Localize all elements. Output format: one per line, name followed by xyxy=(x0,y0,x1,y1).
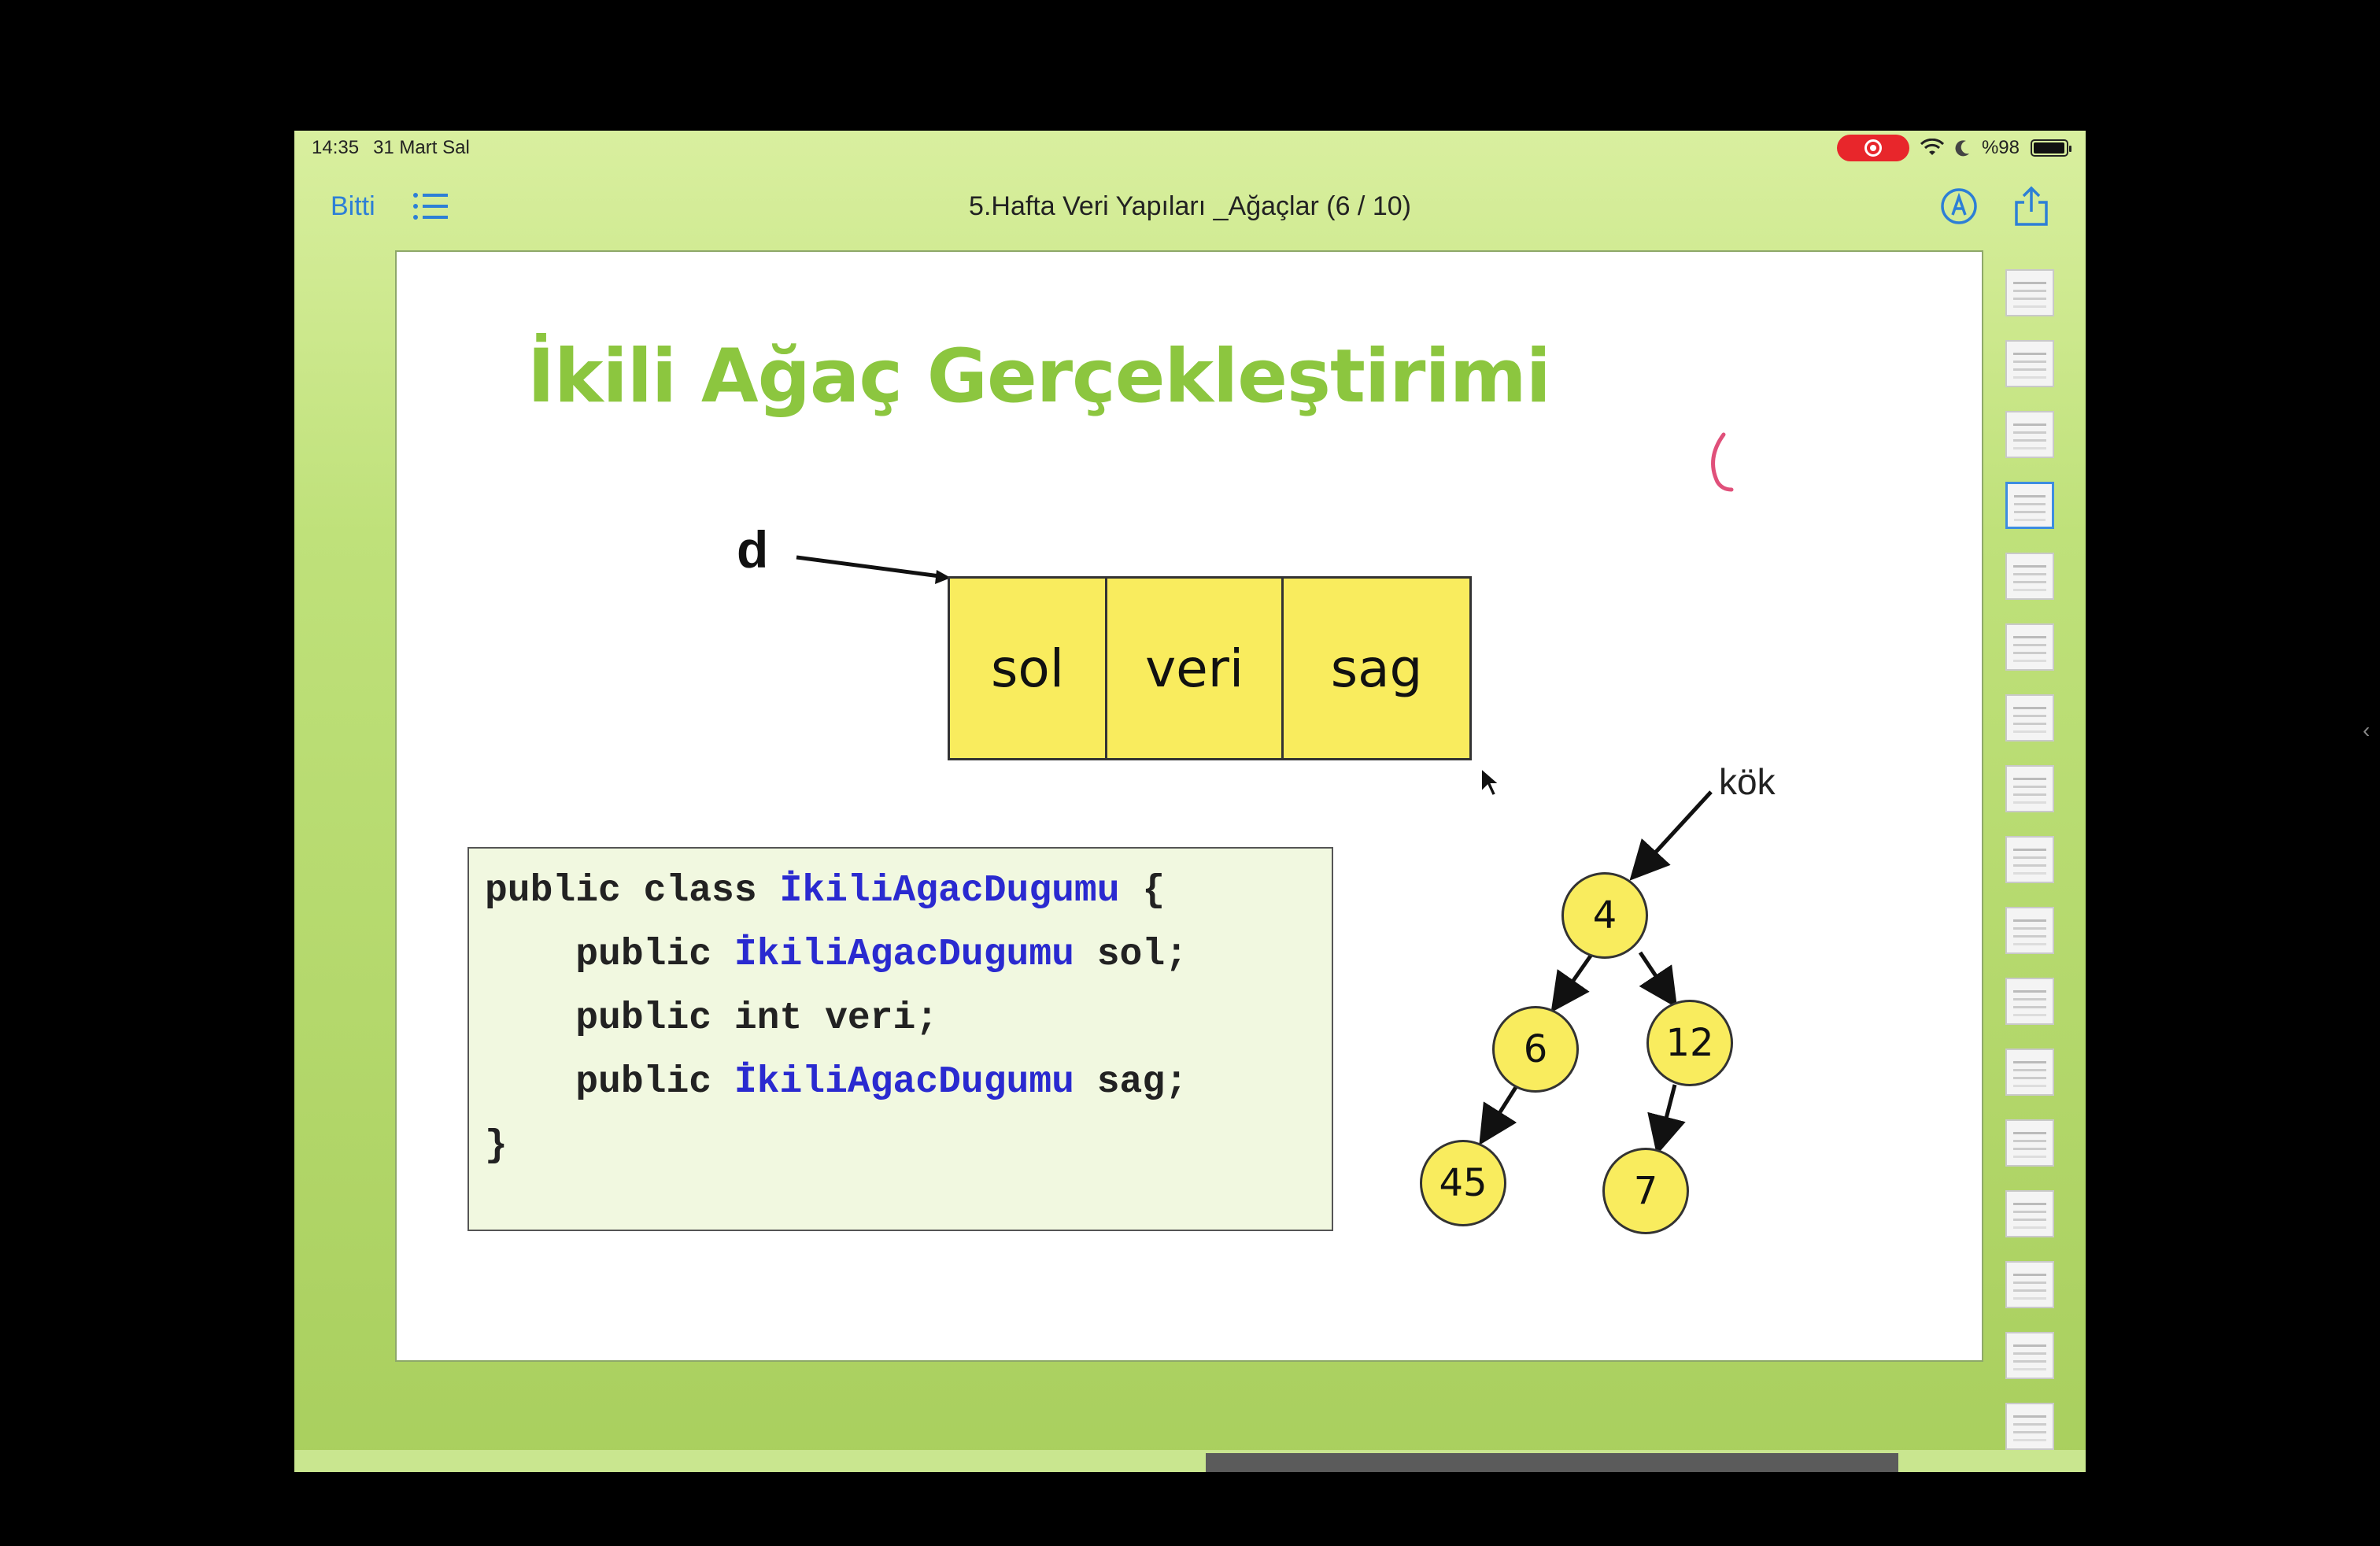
bottom-bar xyxy=(294,1450,2086,1472)
pink-annotation-stroke xyxy=(1711,432,1734,492)
pointer-label-d: d xyxy=(737,520,769,579)
page-thumbnail[interactable] xyxy=(2005,340,2054,387)
mouse-cursor-icon xyxy=(1480,767,1500,797)
node-field-sag: sag xyxy=(1330,638,1423,699)
done-button[interactable]: Bitti xyxy=(331,190,375,221)
status-bar: 14:35 31 Mart Sal %98 xyxy=(294,131,2086,165)
slide-page: İkili Ağaç Gerçekleştirimi d sol veri sa… xyxy=(395,250,1983,1362)
code-line: public class İkiliAgacDugumu { xyxy=(485,870,1166,912)
share-icon[interactable] xyxy=(2013,185,2049,227)
page-thumbnail[interactable] xyxy=(2005,623,2054,671)
node-field-veri: veri xyxy=(1107,579,1284,758)
slide-title: İkili Ağaç Gerçekleştirimi xyxy=(527,334,1551,420)
page-thumbnail[interactable] xyxy=(2005,1332,2054,1379)
page-scrollbar[interactable] xyxy=(1206,1453,1898,1472)
page-thumbnail[interactable] xyxy=(2005,269,2054,316)
document-title: 5.Hafta Veri Yapıları _Ağaçlar (6 / 10) xyxy=(969,190,1411,221)
page-thumbnail[interactable] xyxy=(2005,1049,2054,1096)
page-thumbnail[interactable] xyxy=(2005,1403,2054,1450)
thumbnail-strip[interactable] xyxy=(1986,261,2073,1466)
page-thumbnail[interactable] xyxy=(2005,1119,2054,1167)
toolbar: Bitti 5.Hafta Veri Yapıları _Ağaçlar (6 … xyxy=(294,165,2086,247)
page-thumbnail[interactable] xyxy=(2005,694,2054,742)
root-label: kök xyxy=(1719,761,1776,802)
pointer-arrow xyxy=(796,555,951,584)
battery-percent: %98 xyxy=(1981,137,2020,158)
status-time: 14:35 xyxy=(312,137,360,158)
page-thumbnail[interactable] xyxy=(2005,1190,2054,1237)
page-thumbnail[interactable] xyxy=(2005,1261,2054,1308)
moon-icon xyxy=(1955,140,1969,157)
ipad-screen: 14:35 31 Mart Sal %98 Bitti 5.Haf xyxy=(294,131,2086,1472)
wifi-icon xyxy=(1920,139,1944,155)
tree-node: 7 xyxy=(1602,1148,1689,1234)
tree-node: 45 xyxy=(1420,1140,1506,1226)
node-structure: sol veri sag xyxy=(948,576,1472,760)
code-block: public class İkiliAgacDugumu { public İk… xyxy=(468,847,1333,1231)
tree-node: 4 xyxy=(1561,872,1648,959)
record-icon xyxy=(1864,139,1882,157)
list-icon[interactable] xyxy=(412,190,449,222)
page-thumbnail[interactable] xyxy=(2005,553,2054,600)
page-thumbnail[interactable] xyxy=(2005,765,2054,812)
code-line: public int veri; xyxy=(485,997,939,1040)
page-thumbnail[interactable] xyxy=(2005,907,2054,954)
battery-icon xyxy=(2031,139,2071,157)
page-thumbnail[interactable] xyxy=(2005,836,2054,883)
page-thumbnail[interactable] xyxy=(2005,978,2054,1025)
chevron-left-icon[interactable]: ‹ xyxy=(2363,718,2371,742)
code-line: public İkiliAgacDugumu sol; xyxy=(485,934,1188,976)
tree-edges xyxy=(1479,790,1713,1156)
page-thumbnail-current[interactable] xyxy=(2005,482,2054,529)
tree-node: 6 xyxy=(1492,1006,1579,1093)
status-date: 31 Mart Sal xyxy=(373,137,470,158)
code-line: } xyxy=(485,1125,508,1167)
markup-pen-icon[interactable] xyxy=(1939,187,1979,226)
code-line: public İkiliAgacDugumu sag; xyxy=(485,1061,1188,1104)
tree-node: 12 xyxy=(1646,1000,1733,1086)
page-thumbnail[interactable] xyxy=(2005,411,2054,458)
screen-recording-indicator[interactable] xyxy=(1836,135,1909,161)
node-field-sol: sol xyxy=(950,579,1108,758)
